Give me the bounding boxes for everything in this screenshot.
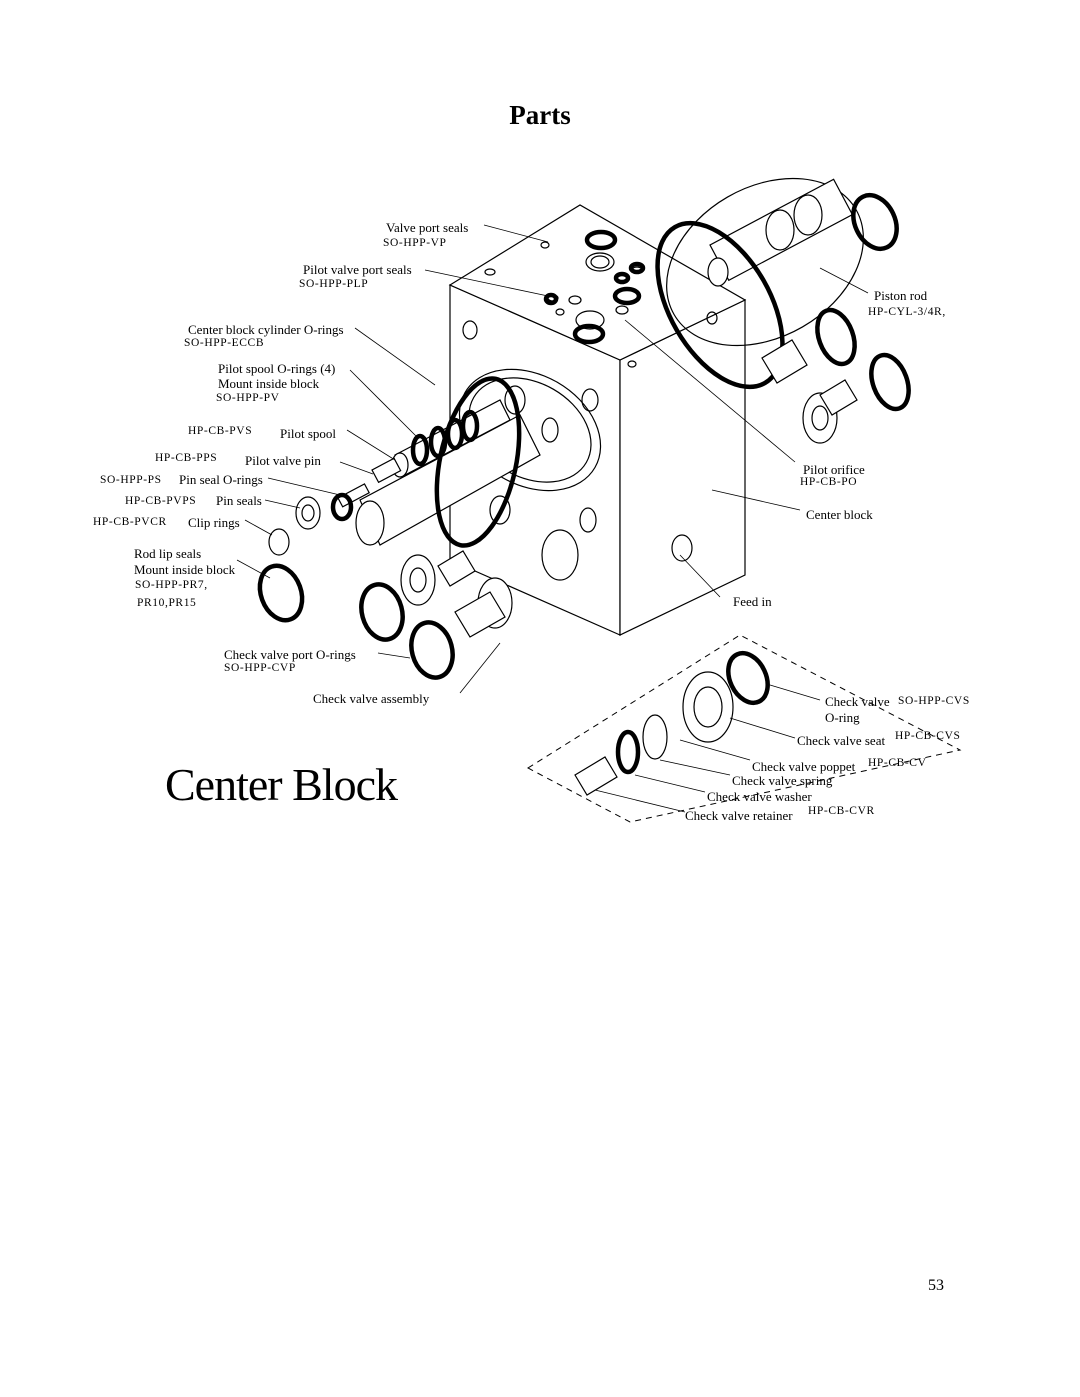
pilot-valve-pin-code: HP-CB-PPS <box>155 452 218 464</box>
check-valve-port-orings-label: Check valve port O-rings <box>224 647 356 662</box>
pilot-spool-label: Pilot spool <box>280 426 336 441</box>
check-valve-seat-label: Check valve seat <box>797 733 886 748</box>
check-valve-assembly-label: Check valve assembly <box>313 691 430 706</box>
center-block-cylinder-orings-code: SO-HPP-ECCB <box>184 337 265 349</box>
rod-lip-seals-label: Rod lip seals <box>134 546 202 561</box>
check-valve-retainer-label: Check valve retainer <box>685 808 793 823</box>
check-valve-retainer-code: HP-CB-CVR <box>808 805 875 817</box>
check-valve-seat-code: HP-CB-CVS <box>895 730 961 742</box>
pilot-valve-pin-label: Pilot valve pin <box>245 453 321 468</box>
pilot-valve-port-seals-code: SO-HPP-PLP <box>299 278 369 290</box>
check-valve-poppet-code: HP-CB-CV <box>868 757 927 769</box>
check-valve-washer-label: Check valve washer <box>707 789 812 804</box>
piston-rod-code: HP-CYL-3/4R, <box>868 306 946 318</box>
pilot-orifice-label: Pilot orifice <box>803 462 865 477</box>
check-valve-spring-label: Check valve spring <box>732 773 833 788</box>
pilot-spool-code: HP-CB-PVS <box>188 425 253 437</box>
pilot-spool-orings-label: Pilot spool O-rings (4) <box>218 361 336 376</box>
page-number: 53 <box>928 1277 944 1294</box>
piston-rod-label: Piston rod <box>874 288 928 303</box>
rod-lip-seals-code-1: SO-HPP-PR7, <box>135 579 208 591</box>
valve-port-seals-code: SO-HPP-VP <box>383 237 447 249</box>
mount-inside-block-label: Mount inside block <box>218 376 320 391</box>
page-title: Parts <box>509 100 571 130</box>
check-valve-poppet-label: Check valve poppet <box>752 759 856 774</box>
center-block-label: Center block <box>806 507 873 522</box>
check-valve-oring-label: Check valve <box>825 694 890 709</box>
check-valve-oring-label-2: O-ring <box>825 710 860 725</box>
clip-rings-code: HP-CB-PVCR <box>93 516 167 528</box>
clip-rings-label: Clip rings <box>188 515 240 530</box>
pin-seal-orings-label: Pin seal O-rings <box>179 472 263 487</box>
valve-port-seals-label: Valve port seals <box>386 220 469 235</box>
check-valve-oring-code: SO-HPP-CVS <box>898 695 970 707</box>
pin-seal-orings-code: SO-HPP-PS <box>100 474 162 486</box>
section-title: Center Block <box>165 759 398 810</box>
rod-lip-seals-code-2: PR10,PR15 <box>137 597 197 609</box>
pilot-valve-port-seals-label: Pilot valve port seals <box>303 262 412 277</box>
check-valve-port-orings-code: SO-HPP-CVP <box>224 662 296 674</box>
feed-in-label: Feed in <box>733 594 772 609</box>
pilot-orifice-code: HP-CB-PO <box>800 476 858 488</box>
pin-seals-code: HP-CB-PVPS <box>125 495 197 507</box>
mount-inside-block-label-2: Mount inside block <box>134 562 236 577</box>
center-block-cylinder-orings-label: Center block cylinder O-rings <box>188 322 344 337</box>
pin-seals-label: Pin seals <box>216 493 262 508</box>
pilot-spool-orings-code: SO-HPP-PV <box>216 392 280 404</box>
